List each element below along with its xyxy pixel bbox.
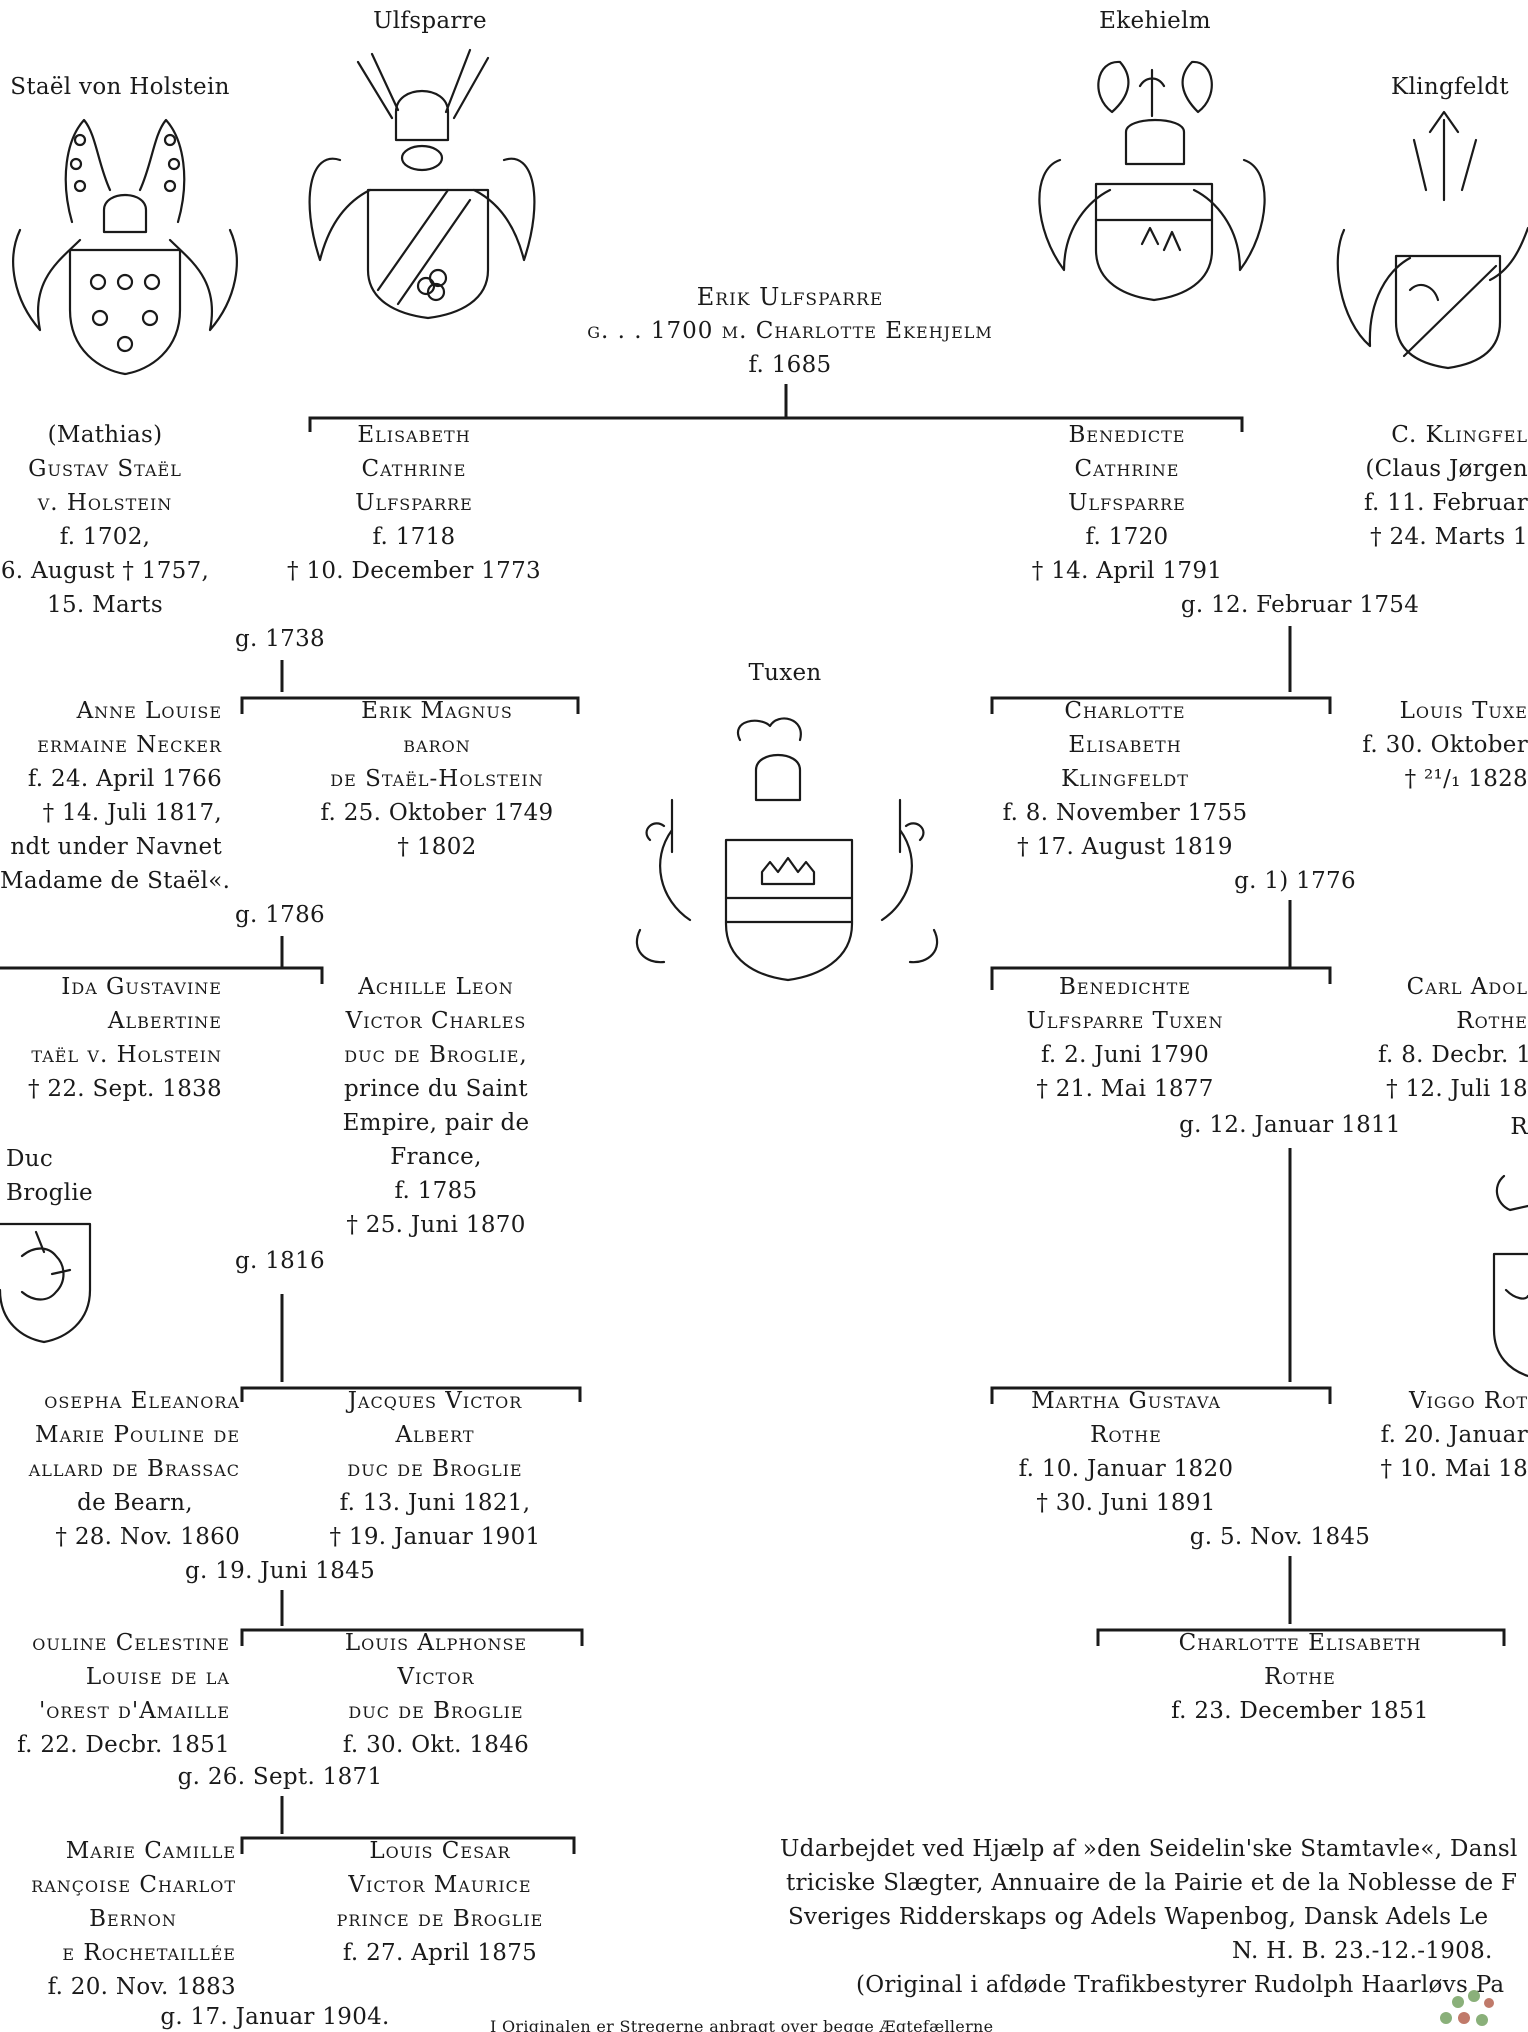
crest-label-ulfsparre: Ulfsparre bbox=[373, 8, 487, 34]
marriage-1871: g. 26. Sept. 1871 bbox=[177, 1764, 383, 1790]
person-charlotte-elisabeth-rothe: Charlotte Elisabeth Rothe f. 23. Decembe… bbox=[1171, 1630, 1429, 1724]
person-marie-bernon: Marie Camille rançoise Charlot Bernon e … bbox=[31, 1838, 236, 2000]
marriage-1811: g. 12. Januar 1811 bbox=[1179, 1112, 1401, 1138]
person-carl-rothe: Carl Adol Rothe f. 8. Decbr. 1 † 12. Jul… bbox=[1378, 974, 1528, 1102]
person-charlotte-klingfeldt: Charlotte Elisabeth Klingfeldt f. 8. Nov… bbox=[1002, 698, 1248, 860]
root-marriage: g. . . 1700 m. Charlotte Ekehjelm bbox=[587, 318, 993, 344]
marriage-1738: g. 1738 bbox=[235, 626, 325, 652]
marriage-1904: g. 17. Januar 1904. bbox=[160, 2004, 390, 2030]
person-c-klingfeldt: C. Klingfel (Claus Jørgen f. 11. Februar… bbox=[1364, 422, 1528, 550]
person-josepha-brassac: osepha Eleanora Marie Pouline de allard … bbox=[28, 1388, 240, 1550]
root-born: f. 1685 bbox=[748, 352, 832, 378]
person-pouline-forest: ouline Celestine Louise de la 'orest d'A… bbox=[17, 1630, 230, 1758]
marriage-1786: g. 1786 bbox=[235, 902, 325, 928]
rothe-coat-of-arms bbox=[1492, 1174, 1528, 1378]
person-viggo-rothe: Viggo Rot f. 20. Januar † 10. Mai 18 bbox=[1380, 1388, 1528, 1482]
person-louis-cesar-broglie: Louis Cesar Victor Maurice prince de Bro… bbox=[336, 1838, 544, 1966]
marriage-1754: g. 12. Februar 1754 bbox=[1180, 592, 1420, 618]
person-erik-magnus: Erik Magnus baron de Staël-Holstein f. 2… bbox=[320, 698, 554, 860]
ulfsparre-coat-of-arms bbox=[308, 48, 536, 320]
ekehielm-coat-of-arms bbox=[1038, 60, 1266, 302]
root-name: Erik Ulfsparre bbox=[696, 283, 884, 311]
footnote: I Originalen er Stregerne anbragt over b… bbox=[490, 2017, 994, 2032]
person-benedichte-tuxen: Benedichte Ulfsparre Tuxen f. 2. Juni 17… bbox=[1026, 974, 1224, 1102]
stael-coat-of-arms bbox=[12, 118, 238, 376]
crest-label-stael: Staël von Holstein bbox=[10, 74, 230, 100]
person-benedicte-ulfsparre: Benedicte Cathrine Ulfsparre f. 1720 † 1… bbox=[1031, 422, 1223, 584]
root-ancestor: Erik Ulfsparre g. . . 1700 m. Charlotte … bbox=[480, 280, 1100, 382]
marriage-1845-right: g. 5. Nov. 1845 bbox=[1189, 1524, 1371, 1550]
person-louis-alphonse-broglie: Louis Alphonse Victor duc de Broglie f. … bbox=[342, 1630, 530, 1758]
crest-label-klingfeldt: Klingfeldt bbox=[1391, 74, 1509, 100]
broglie-coat-of-arms bbox=[0, 1222, 92, 1344]
crest-label-broglie: Duc Broglie bbox=[6, 1146, 93, 1206]
marriage-1816: g. 1816 bbox=[235, 1248, 325, 1274]
person-elisabeth-ulfsparre: Elisabeth Cathrine Ulfsparre f. 1718 † 1… bbox=[287, 422, 541, 584]
person-jacques-broglie: Jacques Victor Albert duc de Broglie f. … bbox=[329, 1388, 541, 1550]
crest-label-rothe: R bbox=[1510, 1114, 1528, 1140]
crest-label-ekehielm: Ekehielm bbox=[1099, 8, 1211, 34]
person-louis-tuxen: Louis Tuxe f. 30. Oktober † ²¹/₁ 1828 bbox=[1362, 698, 1528, 792]
tuxen-coat-of-arms bbox=[635, 717, 939, 982]
person-ida-stael: Ida Gustavine Albertine taël v. Holstein… bbox=[28, 974, 222, 1102]
crest-label-tuxen: Tuxen bbox=[748, 660, 822, 686]
person-achille-broglie: Achille Leon Victor Charles duc de Brogl… bbox=[342, 974, 530, 1238]
marriage-1776: g. 1) 1776 bbox=[1234, 868, 1356, 894]
person-martha-rothe: Martha Gustava Rothe f. 10. Januar 1820 … bbox=[1018, 1388, 1234, 1516]
marriage-1845-left: g. 19. Juni 1845 bbox=[184, 1558, 376, 1584]
klingfeldt-coat-of-arms bbox=[1336, 110, 1528, 370]
person-gustav-stael: (Mathias) Gustav Staël v. Holstein f. 17… bbox=[0, 422, 210, 618]
person-anne-necker: Anne Louise ermaine Necker f. 24. April … bbox=[0, 698, 231, 894]
sources-note: Udarbejdet ved Hjælp af »den Seidelin'sk… bbox=[780, 1836, 1518, 1998]
